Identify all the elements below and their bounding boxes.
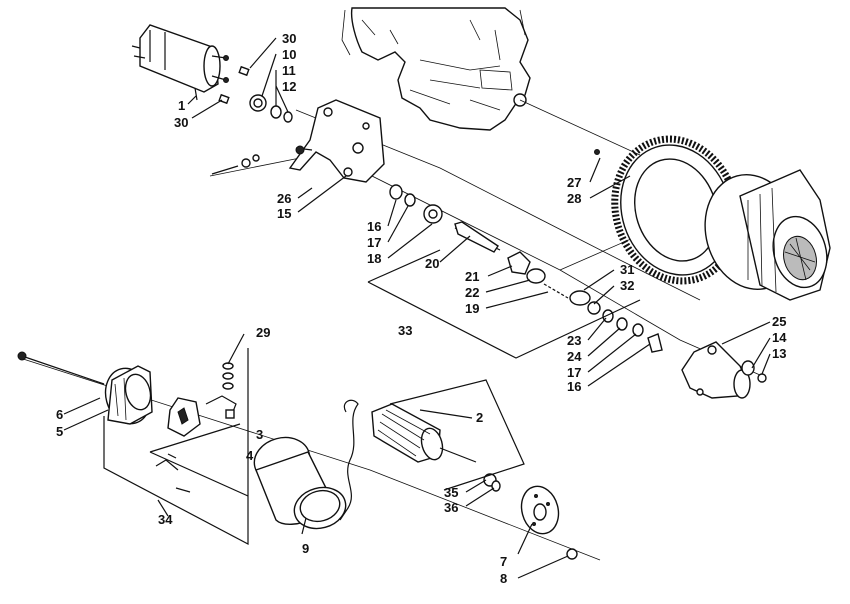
end-nut [566,548,578,560]
brushes-springs [155,362,237,493]
callout-11: 11 [282,63,296,78]
brush-plate [167,397,201,437]
callout-16-right: 16 [567,379,581,394]
field-frame [253,436,347,530]
callout-32: 32 [620,278,634,293]
callout-16-left: 16 [367,219,381,234]
callout-22: 22 [465,285,479,300]
group-bracket-34 [103,348,249,545]
section-break-line [339,399,359,521]
callout-8: 8 [500,571,507,586]
callout-5: 5 [56,424,63,439]
engine-block [341,7,531,131]
callout-33: 33 [398,323,412,338]
callout-31: 31 [620,262,634,277]
callout-34: 34 [158,512,173,527]
callout-21: 21 [465,269,479,284]
callout-30-bottom: 30 [174,115,188,130]
callout-36: 36 [444,500,458,515]
callout-18: 18 [367,251,381,266]
callout-3: 3 [256,427,263,442]
callout-19: 19 [465,301,479,316]
callout-14: 14 [772,330,787,345]
bracket-bolts [211,154,260,175]
callout-9: 9 [302,541,309,556]
callout-17-right: 17 [567,365,581,380]
callout-29: 29 [256,325,270,340]
callout-24: 24 [567,349,582,364]
callout-15: 15 [277,206,291,221]
callout-35: 35 [444,485,458,500]
leader-lines [63,37,771,579]
group-bracket-2 [389,379,525,491]
callout-12: 12 [282,79,296,94]
callout-7: 7 [500,554,507,569]
mounting-bracket [288,99,385,183]
callout-labels: 30 10 11 12 1 30 27 28 26 15 16 17 18 20… [56,31,787,586]
armature-washers [483,473,501,492]
starter-nose-housing [681,341,767,399]
pin-washers-group-top [218,65,293,123]
callout-20: 20 [425,256,439,271]
callout-27: 27 [567,175,581,190]
callout-30-top: 30 [282,31,296,46]
callout-2: 2 [476,410,483,425]
callout-26: 26 [277,191,291,206]
callout-25: 25 [772,314,786,329]
callout-1: 1 [178,98,185,113]
group-bracket-33 [367,249,641,359]
callout-28: 28 [567,191,581,206]
drive-parts [389,184,601,315]
callout-17-left: 17 [367,235,381,250]
callout-10: 10 [282,47,296,62]
callout-23: 23 [567,333,581,348]
callout-4: 4 [246,448,254,463]
callout-6: 6 [56,407,63,422]
armature [371,403,477,463]
callout-13: 13 [772,346,786,361]
ring-gear [594,135,741,285]
drive-clutch [704,169,831,301]
through-bolt [17,351,105,385]
starter-solenoid [131,24,229,101]
end-cap [104,365,153,425]
shaft-washers-right [602,309,663,353]
end-plate [520,485,560,535]
